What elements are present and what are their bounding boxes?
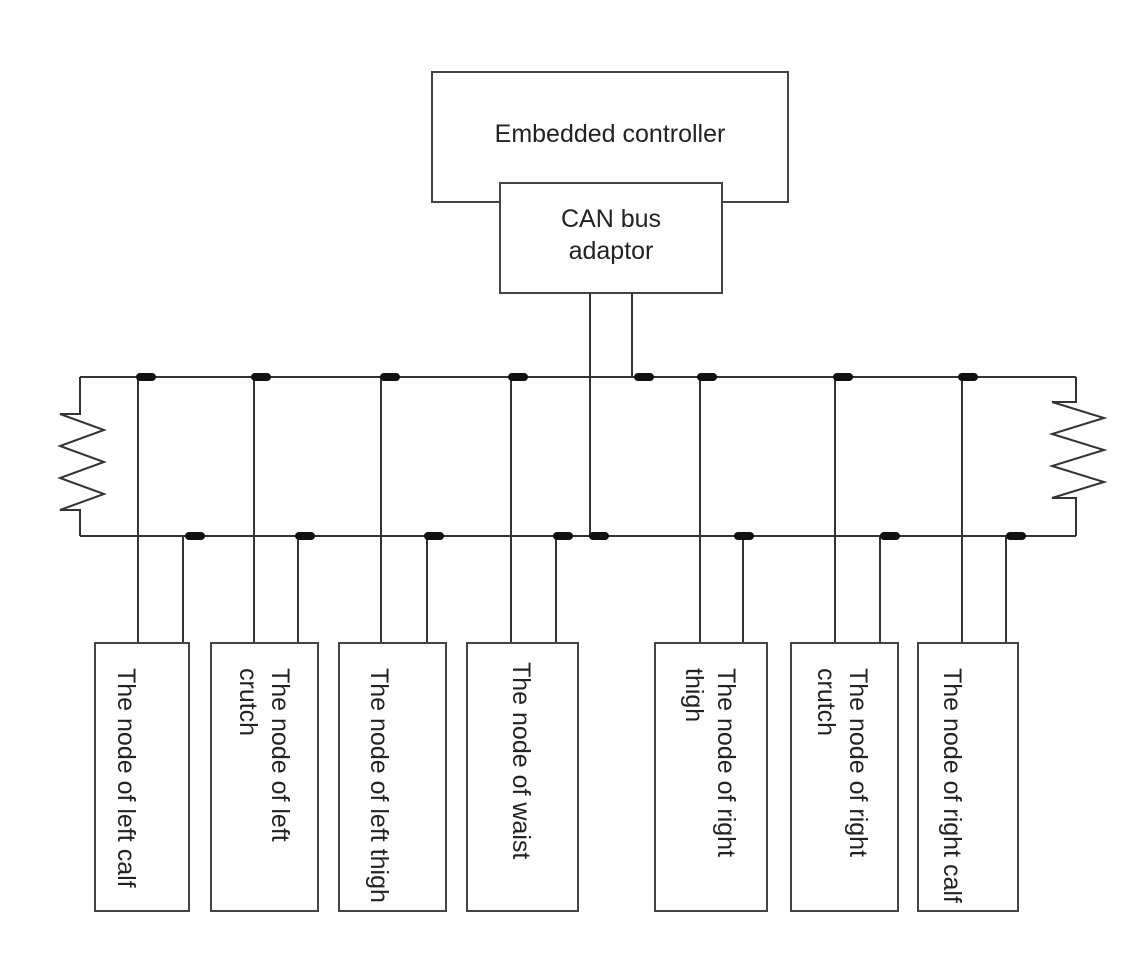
node-label-line2: crutch xyxy=(812,668,840,737)
can-bus-adaptor-box xyxy=(499,182,723,294)
node-label-line1: The node of left xyxy=(266,668,294,842)
node-label-right-calf: The node of right calf xyxy=(936,668,968,908)
node-label-line2: crutch xyxy=(234,668,262,737)
node-label-line2: thigh xyxy=(680,668,708,723)
node-label-line2: calf xyxy=(112,848,140,888)
embedded-controller-label: Embedded controller xyxy=(432,118,788,150)
node-box-waist xyxy=(466,642,579,912)
node-left-thigh-wiring xyxy=(380,373,444,643)
node-label-waist: The node of waist xyxy=(505,662,537,902)
node-right-thigh-wiring xyxy=(697,373,754,643)
node-label-left-crutch: The node of left crutch xyxy=(232,668,296,908)
node-label-line1: The node of left xyxy=(365,668,393,842)
node-label-line1: The node of right xyxy=(938,668,966,858)
node-label-right-thigh: The node of right thigh xyxy=(678,668,742,908)
node-label-line2: calf xyxy=(938,863,966,903)
node-label-line1: The node of waist xyxy=(507,662,535,860)
node-right-calf-wiring xyxy=(958,373,1026,643)
node-label-line1: The node of left xyxy=(112,668,140,842)
node-left-crutch-wiring xyxy=(251,373,315,643)
node-right-crutch-wiring xyxy=(833,373,900,643)
node-left-calf-wiring xyxy=(136,373,205,643)
node-box-left-thigh xyxy=(338,642,447,912)
node-box-left-calf xyxy=(94,642,190,912)
node-label-right-crutch: The node of right crutch xyxy=(810,668,874,908)
embedded-controller-text: Embedded controller xyxy=(494,120,726,148)
node-box-right-crutch xyxy=(790,642,899,912)
adaptor-high-junction xyxy=(634,373,654,381)
node-label-left-calf: The node of left calf xyxy=(110,668,142,908)
can-bus-adaptor-label: CAN bus adaptor xyxy=(500,203,722,267)
node-box-right-thigh xyxy=(654,642,768,912)
node-label-line2: thigh xyxy=(365,848,393,903)
embedded-controller-box xyxy=(431,71,789,203)
node-box-left-crutch xyxy=(210,642,319,912)
node-label-line1: The node of right xyxy=(712,668,740,858)
node-box-right-calf xyxy=(917,642,1019,912)
left-termination-resistor xyxy=(57,377,107,536)
adaptor-low-junction xyxy=(589,532,609,540)
can-bus-adaptor-line1: CAN bus xyxy=(560,205,662,233)
right-termination-resistor xyxy=(1048,377,1108,536)
node-label-line1: The node of right xyxy=(844,668,872,858)
node-waist-wiring xyxy=(508,373,573,643)
can-bus-adaptor-line2: adaptor xyxy=(568,237,654,265)
node-label-left-thigh: The node of left thigh xyxy=(363,668,395,908)
